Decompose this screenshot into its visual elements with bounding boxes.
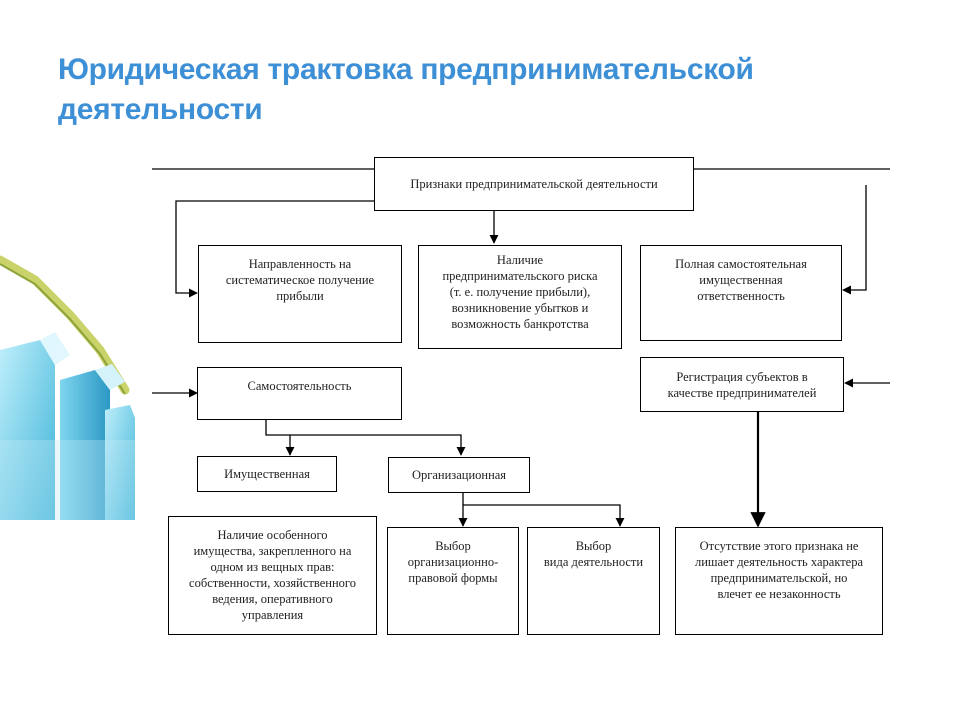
risk-node: Наличие предпринимательского риска (т. е… <box>418 245 622 349</box>
independence-node-label: Самостоятельность <box>247 379 352 393</box>
activity-type-node-label: Выбор вида деятельности <box>543 539 644 569</box>
registration-node: Регистрация субъектов в качестве предпри… <box>640 357 844 412</box>
activity-type-node: Выбор вида деятельности <box>527 527 660 635</box>
risk-node-label: Наличие предпринимательского риска (т. е… <box>442 253 598 331</box>
property-node: Имущественная <box>197 456 337 492</box>
liability-node: Полная самостоятельная имущественная отв… <box>640 245 842 341</box>
independence-node: Самостоятельность <box>197 367 402 420</box>
absence-note-node: Отсутствие этого признака не лишает деят… <box>675 527 883 635</box>
profit-node: Направленность на систематическое получе… <box>198 245 402 343</box>
growth-chart-decoration <box>0 255 135 520</box>
profit-node-label: Направленность на систематическое получе… <box>225 257 375 303</box>
liability-node-label: Полная самостоятельная имущественная отв… <box>675 257 807 303</box>
legal-form-node-label: Выбор организационно- правовой формы <box>407 539 499 585</box>
root-node: Признаки предпринимательской деятельност… <box>374 157 694 211</box>
registration-node-label: Регистрация субъектов в качестве предпри… <box>667 369 817 400</box>
absence-note-node-label: Отсутствие этого признака не лишает деят… <box>694 539 864 601</box>
special-property-node-label: Наличие особенного имущества, закрепленн… <box>189 528 356 622</box>
special-property-node: Наличие особенного имущества, закрепленн… <box>168 516 377 635</box>
property-node-label: Имущественная <box>224 467 310 481</box>
root-node-label: Признаки предпринимательской деятельност… <box>410 177 658 191</box>
legal-form-node: Выбор организационно- правовой формы <box>387 527 519 635</box>
page-title: Юридическая трактовка предпринимательско… <box>58 53 754 126</box>
organizational-node: Организационная <box>388 457 530 493</box>
organizational-node-label: Организационная <box>411 468 507 482</box>
